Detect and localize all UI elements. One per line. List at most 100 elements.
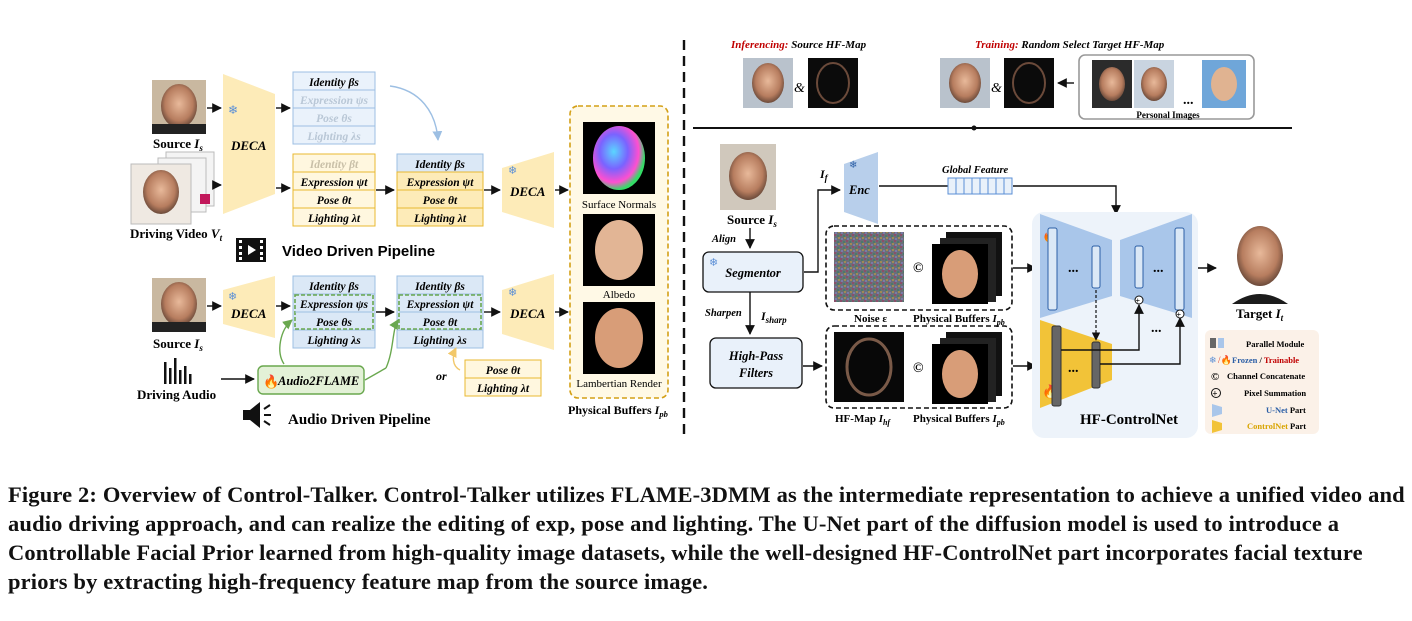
inferencing-hf-map [808, 58, 858, 108]
svg-text:©: © [1211, 371, 1219, 383]
deca-block-audio [223, 276, 275, 338]
sharpen-label: Sharpen [705, 308, 742, 319]
svg-text:Channel Concatenate: Channel Concatenate [1227, 371, 1305, 381]
target-label: Target It [1236, 306, 1284, 323]
snowflake-icon: ❄ [228, 103, 238, 117]
svg-text:Pose θt: Pose θt [423, 195, 458, 207]
source-params-audio: Identity βs Expression ψs Pose θs Lighti… [292, 275, 376, 349]
svg-text:...: ... [1151, 321, 1162, 336]
physical-buffers-label-top: Physical Buffers Ipb [913, 313, 1005, 327]
physical-buffers-label-bottom: Physical Buffers Ipb [913, 413, 1005, 427]
concat-symbol: © [913, 261, 924, 276]
svg-text:Pose θt: Pose θt [317, 195, 352, 207]
svg-text:Identity βs: Identity βs [414, 281, 465, 293]
svg-text:❄: ❄ [1209, 355, 1217, 365]
svg-text:...: ... [1153, 261, 1164, 276]
svg-text:Lighting λt: Lighting λt [476, 383, 530, 395]
svg-text:Lighting λs: Lighting λs [306, 335, 361, 347]
noise-image [834, 232, 904, 302]
svg-text:U-Net Part: U-Net Part [1266, 405, 1306, 415]
film-icon [236, 238, 266, 262]
svg-text:Identity βs: Identity βs [414, 159, 465, 171]
source-photo-audio [152, 278, 206, 332]
enc-block [844, 152, 878, 224]
i-sharp-label: Isharp [760, 309, 787, 325]
svg-text:❄: ❄ [849, 160, 857, 171]
svg-text:Pixel Summation: Pixel Summation [1244, 388, 1306, 398]
high-pass-block [709, 337, 803, 389]
overview-diagram: Source Is Driving Video Vt ❄ DECA Identi… [130, 39, 1319, 440]
inferencing-source-image [743, 58, 793, 108]
deca-block-video [223, 74, 275, 214]
svg-text:DECA: DECA [509, 306, 546, 321]
figure-caption: Figure 2: Overview of Control-Talker. Co… [8, 482, 1405, 594]
audio-waveform-icon [164, 358, 192, 384]
deca-block-audio-decoder [502, 274, 554, 350]
source-photo-video [152, 80, 206, 134]
svg-text:&: & [794, 81, 805, 96]
personal-images-label: Personal Images [1136, 110, 1200, 120]
speaker-icon [243, 402, 271, 428]
source-label-right: Source Is [727, 212, 777, 229]
unet-decoder [1120, 214, 1192, 318]
svg-text:Frozen / Trainable: Frozen / Trainable [1232, 355, 1299, 365]
driving-audio-label: Driving Audio [137, 387, 216, 402]
segmentor-block [702, 251, 804, 293]
svg-text:...: ... [1068, 361, 1079, 376]
audio-pipeline-label: Audio Driven Pipeline [288, 412, 431, 428]
driving-video-label: Driving Video Vt [130, 226, 223, 243]
audio2flame-block [257, 365, 365, 395]
hf-map-image [834, 332, 904, 402]
svg-text:...: ... [1068, 261, 1079, 276]
svg-text:&: & [991, 81, 1002, 96]
svg-text:Filters: Filters [738, 366, 773, 380]
svg-text:Pose θt: Pose θt [486, 365, 521, 377]
source-params-video: Identity βs Expression ψs Pose θs Lighti… [292, 71, 376, 145]
svg-text:ControlNet Part: ControlNet Part [1247, 421, 1306, 431]
svg-text:Identity βs: Identity βs [308, 281, 359, 293]
svg-text:Lighting λt: Lighting λt [307, 213, 361, 225]
svg-text:DECA: DECA [509, 184, 546, 199]
svg-text:Expression ψs: Expression ψs [299, 95, 369, 107]
svg-text:DECA: DECA [230, 306, 267, 321]
source-photo-right [720, 144, 776, 210]
svg-text:Pose θs: Pose θs [316, 113, 352, 125]
lambertian-image [583, 302, 655, 374]
noise-label: Noise ε [854, 313, 887, 325]
svg-text:Expression ψt: Expression ψt [406, 177, 475, 189]
physical-buffers-stack-bottom [932, 332, 1002, 404]
svg-text:Expression ψt: Expression ψt [406, 299, 475, 311]
svg-text:/🔥: /🔥 [1218, 354, 1232, 365]
svg-text:...: ... [1183, 93, 1194, 108]
albedo-label: Albedo [603, 289, 636, 301]
svg-text:❄: ❄ [228, 291, 237, 303]
svg-text:Expression ψt: Expression ψt [300, 177, 369, 189]
combined-params-audio: Identity βs Expression ψt Pose θt Lighti… [396, 275, 484, 349]
target-photo [1222, 214, 1298, 304]
svg-text:Pose θt: Pose θt [423, 317, 458, 329]
driving-video-frames [130, 151, 215, 225]
inferencing-caption: Inferencing: Source HF-Map [730, 39, 867, 51]
legend-box [1205, 330, 1319, 434]
alt-params: Pose θt Lighting λt [464, 359, 542, 397]
combined-params-video: Identity βs Expression ψt Pose θt Lighti… [396, 153, 484, 227]
svg-text:High-Pass: High-Pass [728, 349, 783, 363]
surface-normals-image [583, 122, 655, 194]
source-label-audio: Source Is [153, 336, 203, 353]
svg-text:+: + [1177, 311, 1182, 320]
video-pipeline-label: Video Driven Pipeline [282, 243, 435, 260]
noise-buffers-box [825, 225, 1013, 311]
lambertian-label: Lambertian Render [576, 378, 662, 390]
hf-controlnet-label: HF-ControlNet [1080, 412, 1178, 428]
source-label-video: Source Is [153, 136, 203, 153]
svg-text:©: © [913, 361, 924, 376]
enc-label: Enc [848, 183, 870, 197]
training-caption: Training: Random Select Target HF-Map [975, 39, 1165, 51]
svg-text:+: + [1212, 389, 1217, 399]
svg-text:❄: ❄ [508, 165, 517, 177]
svg-text:Expression ψs: Expression ψs [299, 299, 369, 311]
flame-icon: 🔥 [263, 374, 279, 389]
i-f-label: If [819, 167, 829, 183]
deca-label-video: DECA [230, 138, 267, 153]
surface-normals-label: Surface Normals [582, 199, 656, 211]
